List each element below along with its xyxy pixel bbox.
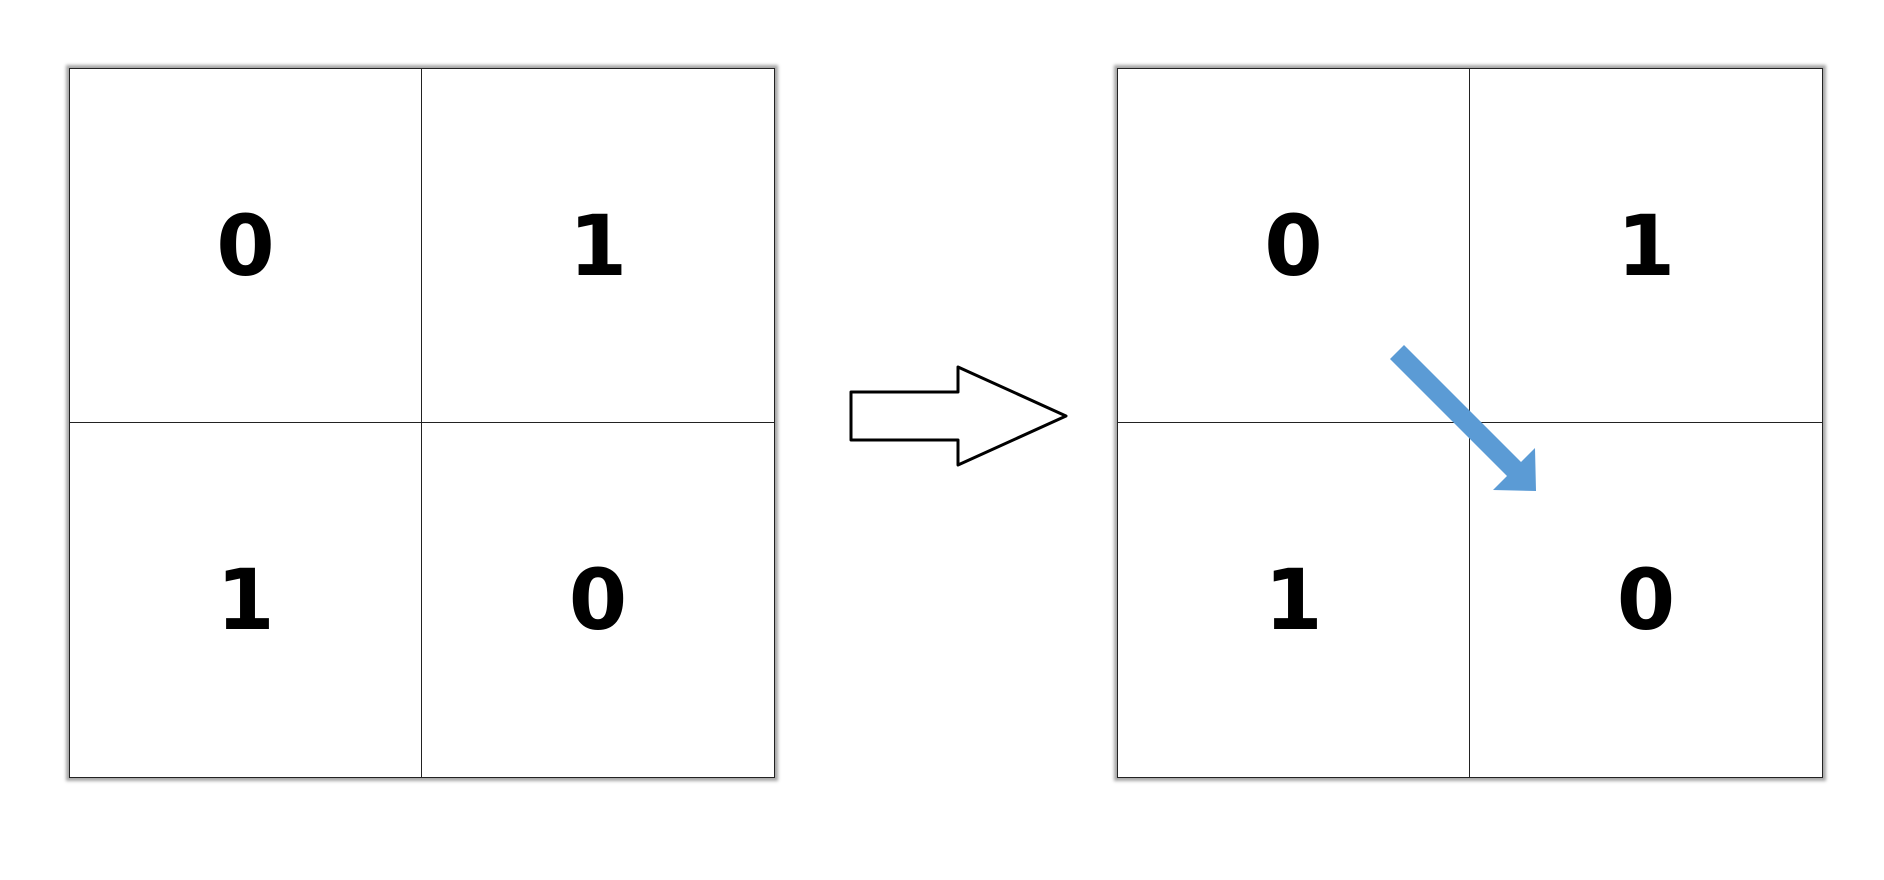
after-cell-r1c0: 1 [1118,423,1470,777]
cell-value: 1 [1616,196,1676,295]
cell-value: 1 [216,551,275,649]
after-cell-r0c1: 1 [1470,69,1822,423]
cell-value: 1 [568,196,628,295]
before-cell-r1c0: 1 [70,423,422,777]
cell-value: 0 [1616,551,1676,649]
cell-value: 0 [568,551,628,649]
after-cell-r0c0: 0 [1118,69,1470,423]
cell-value: 0 [1264,196,1323,295]
before-grid: 0 1 1 0 [69,68,775,778]
cell-value: 0 [216,196,275,295]
outline-right-arrow-icon [849,365,1068,467]
before-cell-r0c0: 0 [70,69,422,423]
after-cell-r1c1: 0 [1470,423,1822,777]
before-cell-r0c1: 1 [422,69,774,423]
before-cell-r1c1: 0 [422,423,774,777]
after-grid: 0 1 1 0 [1117,68,1823,778]
cell-value: 1 [1264,551,1323,649]
